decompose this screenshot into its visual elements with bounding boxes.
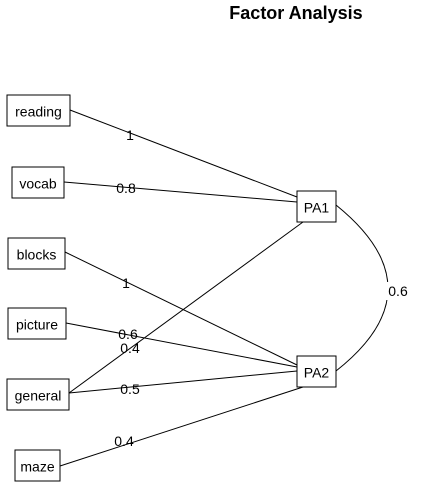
loading-label-pa2-picture: 0.6 xyxy=(118,326,138,342)
loading-label-pa1-reading: 1 xyxy=(126,127,134,143)
edges-layer xyxy=(60,110,389,466)
variable-node-picture: picture xyxy=(7,307,67,340)
variable-box-blocks xyxy=(7,237,66,270)
factor-box-pa1 xyxy=(296,190,337,223)
factor-label-pa1: PA1 xyxy=(304,200,330,216)
loading-label-pa1-vocab: 0.8 xyxy=(116,180,136,196)
variable-label-reading: reading xyxy=(15,104,62,120)
correlation-curve-pa1-pa2 xyxy=(335,204,389,372)
factor-label-pa2: PA2 xyxy=(304,365,330,381)
variable-node-blocks: blocks xyxy=(7,237,66,270)
variable-node-reading: reading xyxy=(6,94,71,127)
edge-pa1-vocab xyxy=(64,182,298,203)
variable-box-vocab xyxy=(11,166,65,199)
edge-pa2-picture xyxy=(66,323,298,368)
variable-label-picture: picture xyxy=(16,317,58,333)
edge-pa2-blocks xyxy=(65,252,298,366)
variable-box-reading xyxy=(6,94,71,127)
edge-pa1-general xyxy=(69,221,304,393)
edge-pa2-general xyxy=(69,370,298,393)
variable-box-picture xyxy=(7,307,67,340)
variable-box-general xyxy=(6,378,70,411)
correlation-label-pa1-pa2: 0.6 xyxy=(388,283,408,299)
edge-pa1-reading xyxy=(70,110,298,198)
edge-pa2-maze xyxy=(60,386,304,466)
diagram-title: Factor Analysis xyxy=(229,3,362,23)
loading-label-pa2-general: 0.5 xyxy=(120,381,140,397)
correlation-label-background xyxy=(384,282,412,300)
variable-label-maze: maze xyxy=(20,459,54,475)
variable-node-general: general xyxy=(6,378,70,411)
variable-label-vocab: vocab xyxy=(19,176,57,192)
loading-label-pa2-blocks: 1 xyxy=(122,275,130,291)
factor-node-pa1: PA1 xyxy=(296,190,337,223)
loading-label-pa1-general: 0.4 xyxy=(120,340,140,356)
variable-label-general: general xyxy=(15,388,62,404)
nodes-layer: reading vocab blocks picture general maze PA1P… xyxy=(6,94,337,482)
variable-node-maze: maze xyxy=(14,449,61,482)
variable-label-blocks: blocks xyxy=(17,247,57,263)
loading-label-pa2-maze: 0.4 xyxy=(114,433,134,449)
labels-layer: 10.80.410.60.50.40.6 xyxy=(114,127,412,449)
factor-node-pa2: PA2 xyxy=(296,355,337,388)
factor-box-pa2 xyxy=(296,355,337,388)
variable-box-maze xyxy=(14,449,61,482)
variable-node-vocab: vocab xyxy=(11,166,65,199)
